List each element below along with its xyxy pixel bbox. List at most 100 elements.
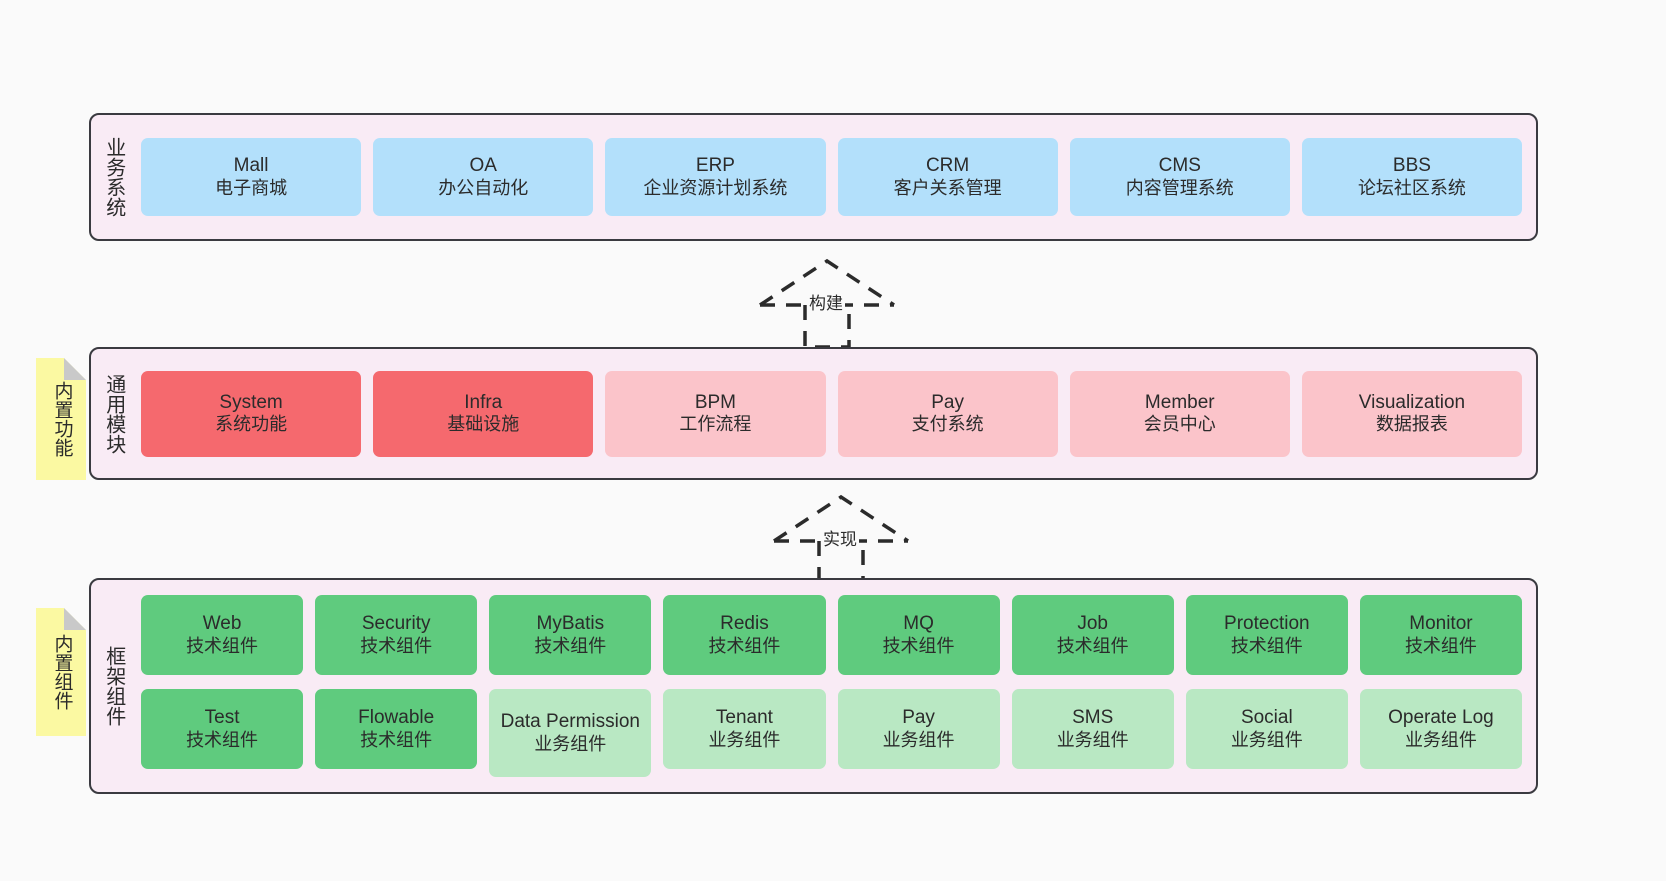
node-system-cn: 系统功能 <box>215 414 288 435</box>
node-job-cn: 技术组件 <box>1056 635 1129 656</box>
note-builtin-features-fold-icon <box>64 358 86 380</box>
node-social-en: Social <box>1240 707 1293 729</box>
layer-framework-components[interactable]: 框架组件 Web 技术组件 Security 技术组件 MyBatis 技术组件… <box>89 578 1538 794</box>
node-mq[interactable]: MQ 技术组件 <box>837 595 1000 675</box>
node-tenant-en: Tenant <box>715 707 773 729</box>
node-erp[interactable]: ERP 企业资源计划系统 <box>605 138 826 216</box>
node-pay-component-en: Pay <box>902 707 935 729</box>
node-bbs-en: BBS <box>1392 155 1431 177</box>
node-mybatis[interactable]: MyBatis 技术组件 <box>489 595 652 675</box>
layer-business-nodes: Mall 电子商城 OA 办公自动化 ERP 企业资源计划系统 CRM 客户关系… <box>135 115 1536 239</box>
node-pay-module[interactable]: Pay 支付系统 <box>837 370 1058 457</box>
implement-arrow-label: 实现 <box>821 525 859 550</box>
layer-framework-title: 框架组件 <box>102 646 125 726</box>
node-protection[interactable]: Protection 技术组件 <box>1185 595 1348 675</box>
node-data-permission-en: Data Permission <box>500 711 640 733</box>
node-pay-component-cn: 业务组件 <box>882 729 955 750</box>
node-tenant-cn: 业务组件 <box>708 729 781 750</box>
build-arrow: 构建 <box>757 258 897 350</box>
node-web[interactable]: Web 技术组件 <box>141 595 304 675</box>
node-web-cn: 技术组件 <box>186 635 259 656</box>
node-crm-cn: 客户关系管理 <box>893 177 1002 198</box>
node-mq-cn: 技术组件 <box>882 635 955 656</box>
node-test-en: Test <box>204 707 240 729</box>
node-bbs[interactable]: BBS 论坛社区系统 <box>1301 138 1523 216</box>
node-member-cn: 会员中心 <box>1143 414 1216 435</box>
node-cms-cn: 内容管理系统 <box>1125 177 1234 198</box>
node-visualization-en: Visualization <box>1358 391 1466 413</box>
node-test-cn: 技术组件 <box>186 729 259 750</box>
layer-modules-title: 通用模块 <box>102 373 125 454</box>
node-data-permission-cn: 业务组件 <box>534 733 607 754</box>
node-protection-cn: 技术组件 <box>1230 635 1303 656</box>
node-sms[interactable]: SMS 业务组件 <box>1011 689 1174 769</box>
node-bpm-en: BPM <box>694 391 737 413</box>
node-mybatis-en: MyBatis <box>536 613 605 635</box>
build-arrow-label: 构建 <box>807 289 845 314</box>
note-builtin-features-text: 内置功能 <box>51 381 73 457</box>
node-erp-cn: 企业资源计划系统 <box>643 177 788 198</box>
node-test[interactable]: Test 技术组件 <box>141 689 304 769</box>
node-monitor-en: Monitor <box>1409 613 1473 635</box>
node-flowable[interactable]: Flowable 技术组件 <box>315 689 478 769</box>
node-job[interactable]: Job 技术组件 <box>1011 595 1174 675</box>
node-visualization-cn: 数据报表 <box>1375 414 1448 435</box>
node-operate-log-cn: 业务组件 <box>1404 729 1477 750</box>
node-oa-en: OA <box>469 155 497 177</box>
node-security-cn: 技术组件 <box>360 635 433 656</box>
node-bbs-cn: 论坛社区系统 <box>1357 177 1466 198</box>
node-system-en: System <box>219 391 283 413</box>
node-visualization[interactable]: Visualization 数据报表 <box>1301 370 1523 457</box>
node-system[interactable]: System 系统功能 <box>141 370 362 457</box>
node-tenant[interactable]: Tenant 业务组件 <box>663 689 826 769</box>
implement-arrow: 实现 <box>771 494 911 586</box>
node-security-en: Security <box>361 613 431 635</box>
node-pay-component[interactable]: Pay 业务组件 <box>837 689 1000 769</box>
node-bpm[interactable]: BPM 工作流程 <box>605 370 826 457</box>
node-member-en: Member <box>1144 391 1215 413</box>
node-mall-en: Mall <box>233 155 269 177</box>
node-protection-en: Protection <box>1224 613 1310 635</box>
node-pay-module-cn: 支付系统 <box>911 414 984 435</box>
framework-row-business: Test 技术组件 Flowable 技术组件 Data Permission … <box>141 689 1522 777</box>
node-member[interactable]: Member 会员中心 <box>1069 370 1290 457</box>
node-mall[interactable]: Mall 电子商城 <box>141 138 362 216</box>
node-data-permission[interactable]: Data Permission 业务组件 <box>489 689 652 777</box>
layer-modules-nodes: System 系统功能 Infra 基础设施 BPM 工作流程 Pay 支付系统… <box>135 349 1536 478</box>
node-pay-module-en: Pay <box>931 391 964 413</box>
node-redis-cn: 技术组件 <box>708 635 781 656</box>
node-cms[interactable]: CMS 内容管理系统 <box>1069 138 1290 216</box>
node-flowable-en: Flowable <box>358 707 435 729</box>
node-bpm-cn: 工作流程 <box>679 414 752 435</box>
node-web-en: Web <box>202 613 242 635</box>
note-builtin-components-fold-icon <box>64 608 86 630</box>
node-redis-en: Redis <box>720 613 769 635</box>
node-mall-cn: 电子商城 <box>215 177 288 198</box>
layer-common-modules[interactable]: 通用模块 System 系统功能 Infra 基础设施 BPM 工作流程 Pay… <box>89 347 1538 480</box>
node-erp-en: ERP <box>695 155 735 177</box>
node-mybatis-cn: 技术组件 <box>534 635 607 656</box>
node-operate-log[interactable]: Operate Log 业务组件 <box>1359 689 1522 769</box>
node-job-en: Job <box>1077 613 1108 635</box>
node-oa[interactable]: OA 办公自动化 <box>373 138 594 216</box>
node-infra[interactable]: Infra 基础设施 <box>373 370 594 457</box>
node-sms-cn: 业务组件 <box>1056 729 1129 750</box>
node-social-cn: 业务组件 <box>1230 729 1303 750</box>
layer-framework-grid: Web 技术组件 Security 技术组件 MyBatis 技术组件 Redi… <box>135 580 1536 792</box>
node-flowable-cn: 技术组件 <box>360 729 433 750</box>
node-redis[interactable]: Redis 技术组件 <box>663 595 826 675</box>
node-operate-log-en: Operate Log <box>1388 707 1494 729</box>
node-oa-cn: 办公自动化 <box>438 177 529 198</box>
node-crm[interactable]: CRM 客户关系管理 <box>837 138 1058 216</box>
node-monitor-cn: 技术组件 <box>1404 635 1477 656</box>
node-monitor[interactable]: Monitor 技术组件 <box>1359 595 1522 675</box>
note-builtin-components-text: 内置组件 <box>51 634 73 710</box>
node-infra-cn: 基础设施 <box>447 414 520 435</box>
node-infra-en: Infra <box>464 391 503 413</box>
node-mq-en: MQ <box>903 613 934 635</box>
node-social[interactable]: Social 业务组件 <box>1185 689 1348 769</box>
layer-business-systems[interactable]: 业务系统 Mall 电子商城 OA 办公自动化 ERP 企业资源计划系统 CRM… <box>89 113 1538 241</box>
layer-business-title: 业务系统 <box>102 137 125 217</box>
node-security[interactable]: Security 技术组件 <box>315 595 478 675</box>
